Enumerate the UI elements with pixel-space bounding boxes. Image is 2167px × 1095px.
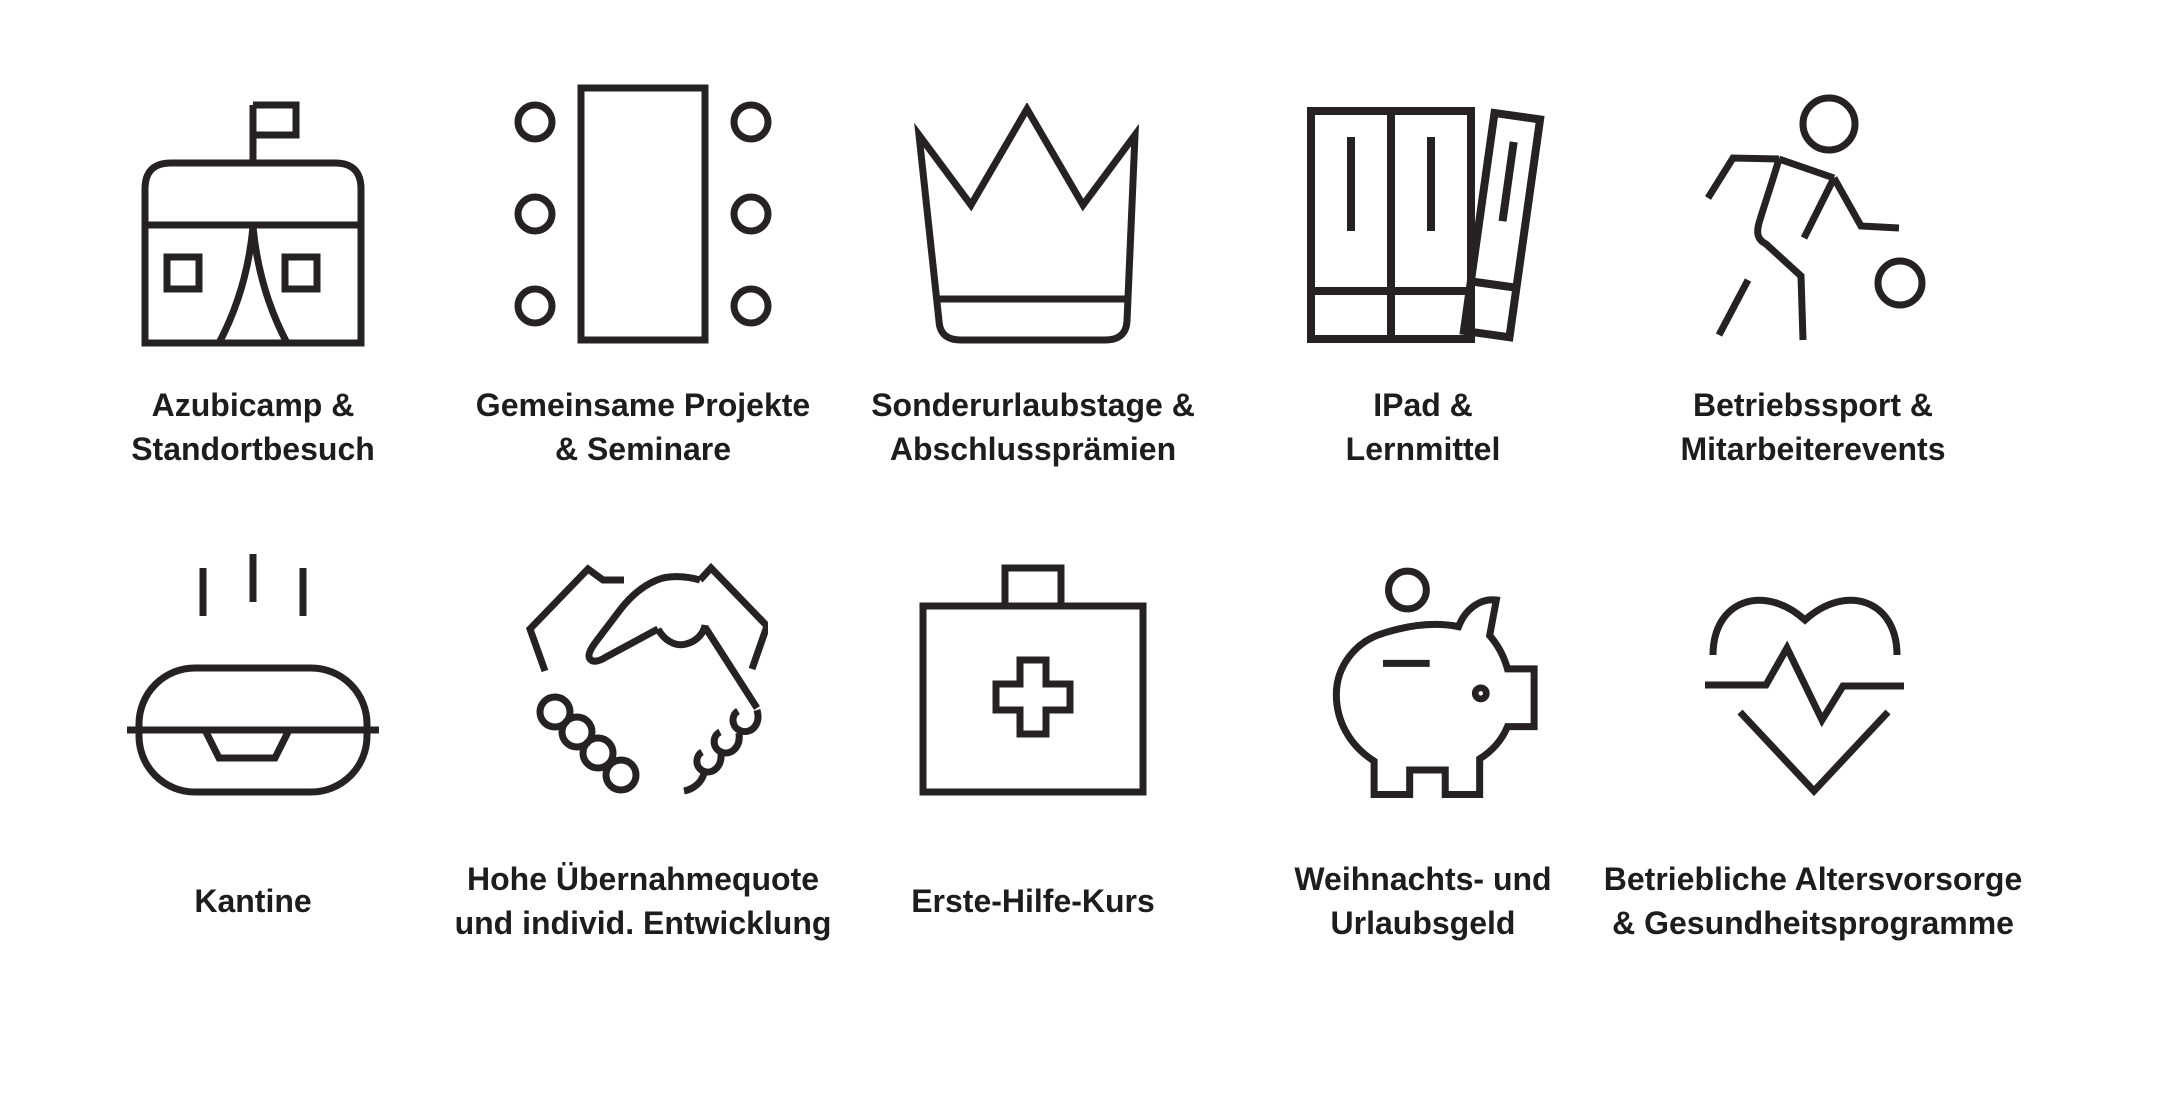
label-line: und individ. Entwicklung [454,905,832,941]
label-line: Hohe Übernahmequote [466,861,820,897]
label-line: Gemeinsame Projekte [475,387,811,423]
person-ball-icon [1704,94,1925,341]
benefit-label: Kantine [194,852,311,950]
label-line: & Gesundheitsprogramme [1612,905,2014,941]
label-line: Mitarbeiterevents [1680,431,1946,467]
benefit-betriebssport: Betriebssport & Mitarbeiterevents [1618,56,2008,476]
benefit-label: Betriebssport & Mitarbeiterevents [1681,378,1946,476]
lunchbox-icon [127,554,379,796]
benefit-erstehilfe: Erste-Hilfe-Kurs [838,500,1228,950]
crown-icon [914,103,1139,344]
label-line: Weihnachts- und [1294,861,1552,897]
label-line: Abschlussprämien [889,431,1177,467]
label-line: Standortbesuch [131,431,375,467]
benefit-label: Weihnachts- und Urlaubsgeld [1294,852,1551,950]
benefit-label: Erste-Hilfe-Kurs [911,852,1155,950]
tent-flag-icon [141,101,365,347]
benefit-label: IPad & Lernmittel [1346,378,1501,476]
benefit-ipad: IPad & Lernmittel [1228,56,1618,476]
benefit-projekte: Gemeinsame Projekte & Seminare [448,56,838,476]
label-line: IPad & [1373,387,1473,423]
benefit-sondergeld: Weihnachts- und Urlaubsgeld [1228,500,1618,950]
benefit-azubicamp: Azubicamp & Standortbesuch [58,56,448,476]
benefits-grid: Azubicamp & Standortbesuch Gemeinsame Pr… [58,56,2022,950]
benefit-label: Azubicamp & Standortbesuch [131,378,375,476]
books-icon [1306,107,1545,343]
benefit-kantine: Kantine [58,500,448,950]
label-line: & Seminare [554,431,732,467]
label-line: Betriebliche Altersvorsorge [1603,861,2023,897]
handshake-icon [525,562,768,795]
benefit-sonderurlaub: Sonderurlaubstage & Abschlussprämien [838,56,1228,476]
benefit-altersvorsorge: Betriebliche Altersvorsorge & Gesundheit… [1604,500,2022,950]
label-line: Betriebssport & [1692,387,1934,423]
label-line: Kantine [194,883,312,919]
benefit-label: Betriebliche Altersvorsorge & Gesundheit… [1604,852,2023,950]
label-line: Lernmittel [1345,431,1501,467]
label-line: Urlaubsgeld [1330,905,1516,941]
meeting-table-icon [514,84,772,344]
benefit-uebernahme: Hohe Übernahmequote und individ. Entwick… [448,500,838,950]
piggy-bank-icon [1332,567,1538,798]
benefit-label: Sonderurlaubstage & Abschlussprämien [871,378,1195,476]
label-line: Erste-Hilfe-Kurs [911,883,1155,919]
label-line: Azubicamp & [151,387,355,423]
label-line: Sonderurlaubstage & [871,387,1195,423]
first-aid-case-icon [919,564,1147,796]
benefit-label: Hohe Übernahmequote und individ. Entwick… [455,852,832,950]
heart-pulse-icon [1705,596,1904,797]
benefit-label: Gemeinsame Projekte & Seminare [476,378,810,476]
